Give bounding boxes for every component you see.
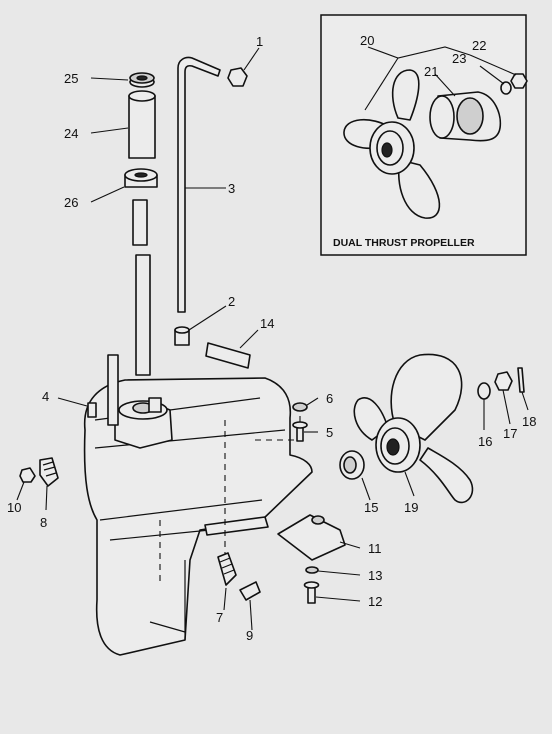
callout-labels: 1 2 3 4 5 6 7 8 9 10 11 12 13 14 15 16 1… — [7, 33, 536, 643]
inset-title: DUAL THRUST PROPELLER — [333, 237, 475, 249]
lower-casing — [83, 354, 313, 656]
small-parts — [19, 402, 365, 604]
main-propeller — [353, 353, 525, 504]
callout-16: 16 — [478, 434, 492, 449]
bushing-assembly — [124, 72, 158, 376]
callout-26: 26 — [64, 195, 78, 210]
callout-11: 11 — [368, 541, 382, 556]
callout-15: 15 — [364, 500, 378, 515]
callout-13: 13 — [368, 568, 382, 583]
callout-10: 10 — [7, 500, 21, 515]
callout-20: 20 — [360, 33, 374, 48]
callout-24: 24 — [64, 126, 78, 141]
callout-23: 23 — [452, 51, 466, 66]
callout-5: 5 — [326, 425, 333, 440]
callout-3: 3 — [228, 181, 235, 196]
callout-4: 4 — [42, 389, 49, 404]
callout-1: 1 — [256, 34, 263, 49]
callout-9: 9 — [246, 628, 253, 643]
inset-dual-thrust-propeller: DUAL THRUST PROPELLER — [320, 14, 528, 256]
shift-rod — [174, 56, 251, 369]
callout-7: 7 — [216, 610, 223, 625]
callout-2: 2 — [228, 294, 235, 309]
callout-14: 14 — [260, 316, 274, 331]
leader-lines — [16, 47, 529, 631]
callout-21: 21 — [424, 64, 438, 79]
callout-18: 18 — [522, 414, 536, 429]
callout-8: 8 — [40, 515, 47, 530]
callout-25: 25 — [64, 71, 78, 86]
callout-17: 17 — [503, 426, 517, 441]
callout-19: 19 — [404, 500, 418, 515]
callout-12: 12 — [368, 594, 382, 609]
callout-6: 6 — [326, 391, 333, 406]
callout-22: 22 — [472, 38, 486, 53]
